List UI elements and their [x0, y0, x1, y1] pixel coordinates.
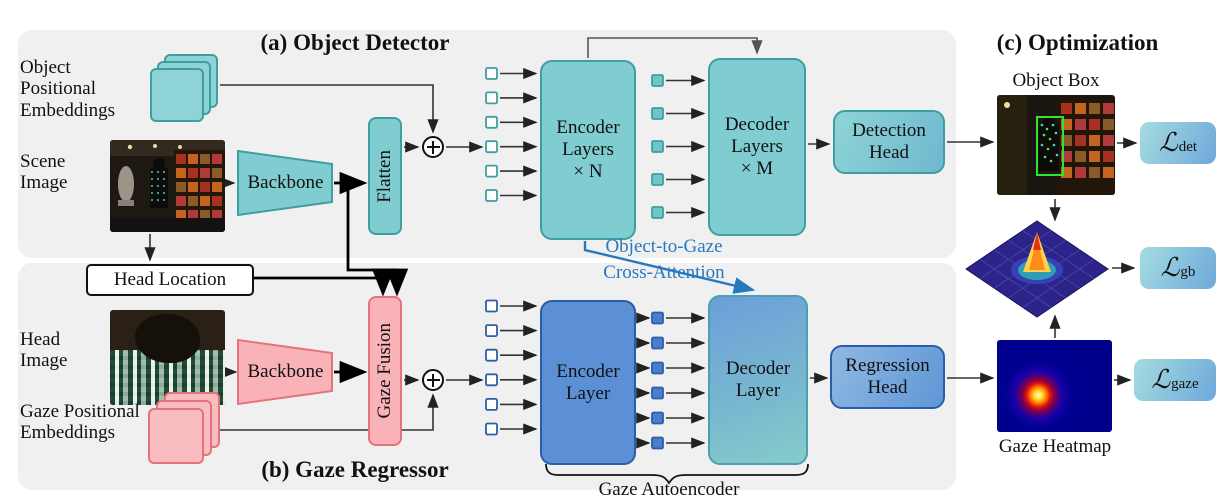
object-encoder-label: Encoder Layers [556, 117, 620, 161]
head-backbone-block: Backbone [237, 339, 334, 405]
object-box-art [997, 95, 1115, 195]
head-hair-art [135, 313, 200, 364]
cross-attention-label-line2: Cross-Attention [603, 262, 725, 283]
object-decoder-block: Decoder Layers × M [708, 58, 806, 236]
head-image-label: Head Image [20, 329, 68, 372]
loss-gb-symbol: ℒ [1160, 253, 1180, 283]
gaze-decoder-block: Decoder Layer [708, 295, 808, 465]
gaze-heatmap-image [997, 340, 1112, 432]
object-box-label: Object Box [1012, 70, 1100, 91]
scene-image-label: Scene Image [20, 151, 68, 194]
gaussian-surface-plot [963, 218, 1111, 318]
gaze-autoencoder-label: Gaze Autoencoder [598, 479, 740, 500]
backbone-label: Backbone [247, 361, 324, 382]
panel-b-title: (b) Gaze Regressor [261, 457, 449, 482]
object-box-image [997, 95, 1115, 195]
backbone-trapezoid [237, 339, 333, 405]
loss-det-symbol: ℒ [1158, 128, 1178, 158]
flatten-label: Flatten [374, 149, 395, 203]
panel-a-title: (a) Object Detector [260, 30, 450, 55]
head-location-block: Head Location [86, 264, 254, 296]
detection-head-block: Detection Head [833, 110, 945, 174]
object-decoder-label: Decoder Layers [724, 114, 790, 158]
gaze-decoder-label: Decoder Layer [725, 358, 791, 401]
cross-attention-label-line1: Object-to-Gaze [605, 236, 723, 257]
regression-head-block: Regression Head [830, 345, 945, 409]
gaze-fusion-block: Gaze Fusion [368, 296, 402, 446]
object-encoder-mult: × N [573, 160, 603, 182]
object-decoder-mult: × M [740, 157, 774, 179]
scene-backbone-block: Backbone [237, 150, 334, 216]
add-positional-encoding-bottom [422, 369, 444, 391]
object-positional-embeddings-stack [150, 54, 222, 126]
loss-det-sub: det [1178, 138, 1198, 155]
loss-gaze-sub: gaze [1171, 375, 1199, 392]
gaze-fusion-label: Gaze Fusion [374, 323, 395, 419]
embedding-square [150, 68, 204, 122]
loss-gb-sub: gb [1180, 263, 1196, 280]
panel-c-title: (c) Optimization [996, 30, 1159, 55]
backbone-trapezoid [237, 150, 333, 216]
object-positional-embeddings-label: Object Positional Embeddings [20, 57, 115, 121]
head-location-label: Head Location [113, 269, 227, 290]
gaze-positional-embeddings-stack [148, 392, 222, 466]
detection-head-label: Detection Head [852, 120, 926, 163]
gaze-positional-embeddings-label: Gaze Positional Embeddings [20, 401, 140, 444]
head-image [110, 310, 225, 405]
regression-head-label: Regression Head [845, 355, 930, 398]
backbone-label: Backbone [247, 172, 324, 193]
scene-image-art [110, 140, 225, 232]
object-encoder-block: Encoder Layers × N [540, 60, 636, 240]
embedding-square [148, 408, 204, 464]
gaze-heatmap-label: Gaze Heatmap [998, 436, 1112, 457]
gaussian-surface-art [965, 220, 1109, 318]
gaze-encoder-label: Encoder Layer [556, 360, 620, 404]
add-positional-encoding-top [422, 136, 444, 158]
gaze-encoder-block: Encoder Layer [540, 300, 636, 465]
loss-gaze-symbol: ℒ [1151, 365, 1171, 395]
flatten-block: Flatten [368, 117, 402, 235]
scene-image [110, 140, 225, 232]
